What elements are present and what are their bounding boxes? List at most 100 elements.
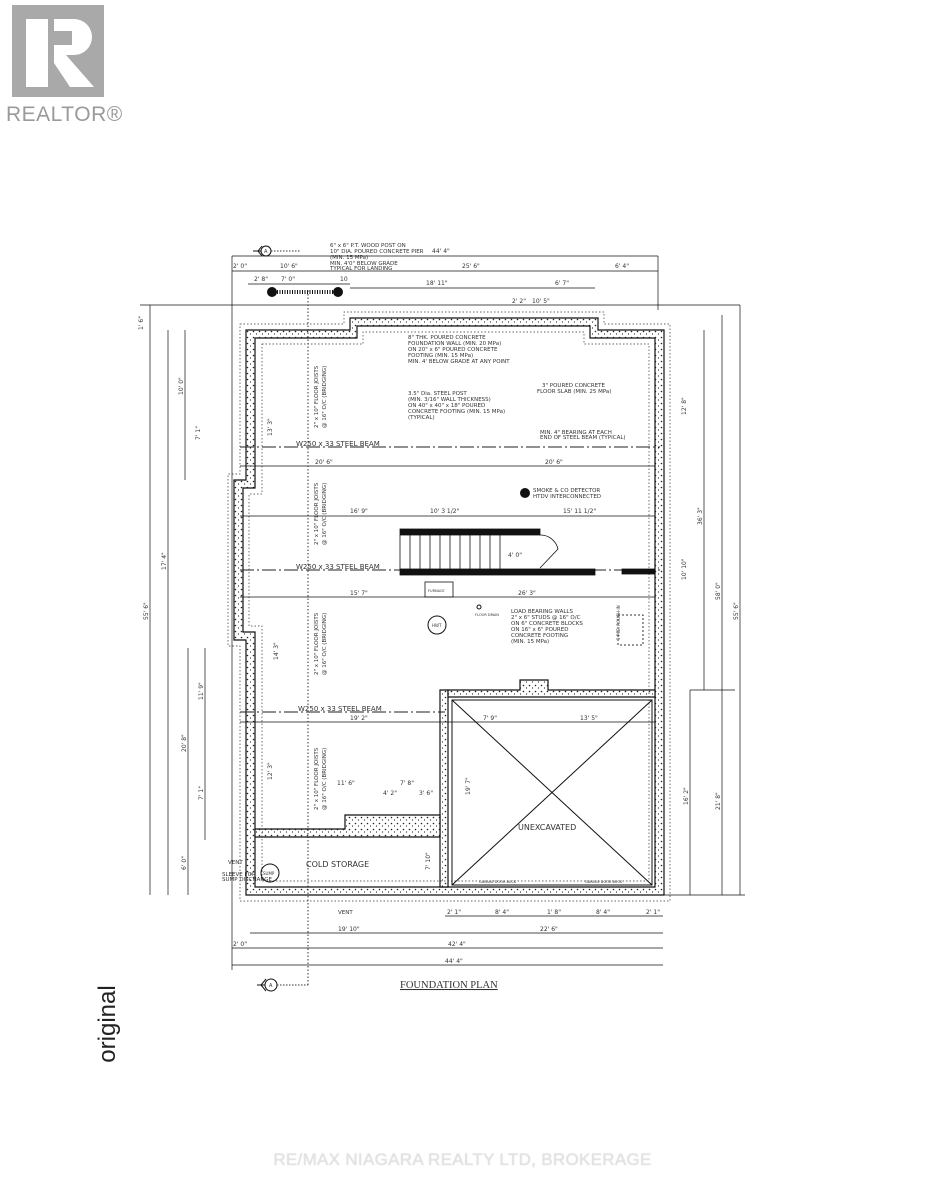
floor-slab-note-1: 3" POURED CONCRETE — [542, 383, 606, 389]
beam-label-2: W250 x 33 STEEL BEAM — [296, 563, 380, 571]
dim-right: 10' 10" — [681, 558, 688, 580]
dim-interior: 7' 10" — [425, 852, 432, 870]
realtor-logo: REALTOR® — [6, 5, 122, 126]
dim-right: 58' 0" — [715, 582, 722, 600]
dim-bottom: 1' 8" — [547, 909, 561, 916]
dim-interior: 20' 6" — [315, 459, 333, 466]
load-bearing-note-3: ON 6" CONCRETE BLOCKS — [511, 621, 583, 627]
dim-top: 6' 4" — [615, 263, 629, 270]
wood-post-note-4: MIN. 4'0" BELOW GRADE — [330, 261, 398, 267]
joist-note-6: @ 16" O/C (BRIDGING) — [322, 613, 328, 675]
steel-post-note-3: ON 40" x 40" x 18" POURED — [408, 403, 485, 409]
dim-interior: 14' 3" — [273, 642, 280, 660]
load-bearing-note-2: 2" x 6" STUDS @ 16" O/C — [511, 615, 581, 621]
dim-right: 21' 8" — [715, 792, 722, 810]
dim-left: 20' 8" — [181, 734, 188, 752]
dim-bottom: 22' 6" — [540, 926, 558, 933]
unexcavated-area — [451, 699, 653, 886]
landing — [267, 287, 343, 297]
dim-bottom: 44' 4" — [445, 958, 463, 965]
section-marker-label: A — [264, 249, 268, 255]
foundation-wall-note-2: FOUNDATION WALL (MIN. 20 MPa) — [408, 341, 501, 347]
floor-slab-note-2: FLOOR SLAB (MIN. 25 MPa) — [537, 389, 611, 395]
steel-post-note-4: CONCRETE FOOTING (MIN. 15 MPa) — [408, 409, 505, 415]
wood-post-note-3: (MIN. 15 MPa) — [330, 255, 368, 261]
foundation-wall-note-1: 8" THK. POURED CONCRETE — [408, 335, 486, 341]
joist-note-7: 2" x 10" FLOOR JOISTS — [314, 747, 320, 810]
dim-bottom: 8' 4" — [596, 909, 610, 916]
dim-interior: 13' 3" — [267, 418, 274, 436]
dim-interior: 4' 0" — [508, 552, 522, 559]
dim-left: 11' 9" — [198, 682, 205, 700]
steel-post-note-2: (MIN. 3/16" WALL THICKNESS) — [408, 397, 491, 403]
smoke-note-1: SMOKE & CO DETECTOR — [533, 488, 600, 494]
staircase — [399, 528, 656, 598]
dim-interior: 7' 8" — [400, 780, 414, 787]
dim-interior: 3' 6" — [419, 790, 433, 797]
section-marker-top: A — [253, 245, 300, 257]
dim-interior: 4' 2" — [383, 790, 397, 797]
dim-left: 7' 1" — [195, 426, 202, 440]
sleeve-note-1: SLEEVE FOR — [222, 872, 256, 878]
bearing-note-2: END OF STEEL BEAM (TYPICAL) — [540, 435, 626, 441]
dim-left: 6' 0" — [181, 856, 188, 870]
original-label: original — [94, 985, 121, 1063]
room-label-unexcavated: UNEXCAVATED — [518, 823, 576, 832]
dim-top: 10' 6" — [280, 263, 298, 270]
dim-interior: 19' 2" — [350, 715, 368, 722]
smoke-note-2: HTDV INTERCONNECTED — [533, 494, 601, 500]
dim-top: 18' 11" — [426, 280, 448, 287]
dim-top: 2' 8" — [254, 276, 268, 283]
room-label-cold-storage: COLD STORAGE — [306, 860, 369, 869]
wood-post-note-1: 6" x 6" P.T. WOOD POST ON — [330, 243, 406, 249]
dim-left: 55' 6" — [143, 602, 150, 620]
furnace-label: FURNACE — [428, 589, 445, 593]
dim-top: 7' 0" — [281, 276, 295, 283]
dim-interior: 16' 9" — [350, 508, 368, 515]
garage-door-label-2: GARAGE DOOR BUCK — [585, 880, 623, 884]
steel-post-note-1: 3.5" Dia. STEEL POST — [408, 391, 467, 397]
dim-top-overall: 44' 4" — [432, 248, 450, 255]
brokerage-watermark: RE/MAX NIAGARA REALTY LTD, BROKERAGE — [273, 1150, 652, 1169]
vent-note-2: VENT — [338, 910, 353, 916]
floor-drain-label: FLOOR DRAIN — [475, 613, 499, 617]
load-bearing-note-4: ON 16" x 6" POURED — [511, 627, 568, 633]
wood-post-note-5: TYPICAL FOR LANDING — [329, 266, 392, 272]
section-marker-bottom: A — [257, 290, 309, 992]
dim-bottom: 2' 1" — [447, 909, 461, 916]
beam-label-1: W250 x 33 STEEL BEAM — [296, 440, 380, 448]
bathroom-rough-in-label: 3 PCE. ROUGH-IN — [616, 605, 621, 640]
dim-interior: 7' 9" — [483, 715, 497, 722]
sump-label: SUMP — [263, 871, 275, 876]
dim-top: 2' 2" — [512, 298, 526, 305]
vent-note: VENT — [228, 860, 243, 866]
dim-interior: 20' 6" — [545, 459, 563, 466]
dimension-lines — [140, 255, 745, 970]
dotted-footing-outline — [227, 311, 671, 902]
dim-bottom: 8' 4" — [495, 909, 509, 916]
dim-left: 17' 4" — [161, 552, 168, 570]
dim-interior: 15' 7" — [350, 590, 368, 597]
dim-interior: 11' 6" — [337, 780, 355, 787]
dim-right: 12' 8" — [681, 397, 688, 415]
notes: 6" x 6" P.T. WOOD POST ON 10" DIA. POURE… — [222, 243, 626, 916]
garage-door-label: GARAGE DOOR BUCK — [479, 880, 517, 884]
dim-right: 16' 2" — [683, 787, 690, 805]
bearing-note-1: MIN. 4" BEARING AT EACH — [540, 430, 612, 436]
dim-right: 36' 3" — [697, 507, 704, 525]
dim-interior: 12' 3" — [267, 762, 274, 780]
steel-post-note-5: (TYPICAL) — [408, 415, 435, 421]
load-bearing-note-5: CONCRETE FOOTING — [511, 633, 568, 639]
joist-note-5: 2" x 10" FLOOR JOISTS — [314, 612, 320, 675]
dim-bottom: 2' 1" — [646, 909, 660, 916]
dim-top: 6' 7" — [555, 280, 569, 287]
beam-label-3: W250 x 33 STEEL BEAM — [298, 705, 382, 713]
dim-bottom: 2' 0" — [233, 941, 247, 948]
section-marker-label: A — [269, 983, 273, 989]
foundation-wall-note-5: MIN. 4' BELOW GRADE AT ANY POINT — [408, 359, 510, 365]
dim-left: 1' 6" — [138, 316, 145, 330]
sleeve-note-2: SUMP DISCHARGE — [222, 877, 272, 883]
load-bearing-note-6: (MIN. 15 MPa) — [511, 639, 549, 645]
dim-left: 7' 1" — [198, 786, 205, 800]
